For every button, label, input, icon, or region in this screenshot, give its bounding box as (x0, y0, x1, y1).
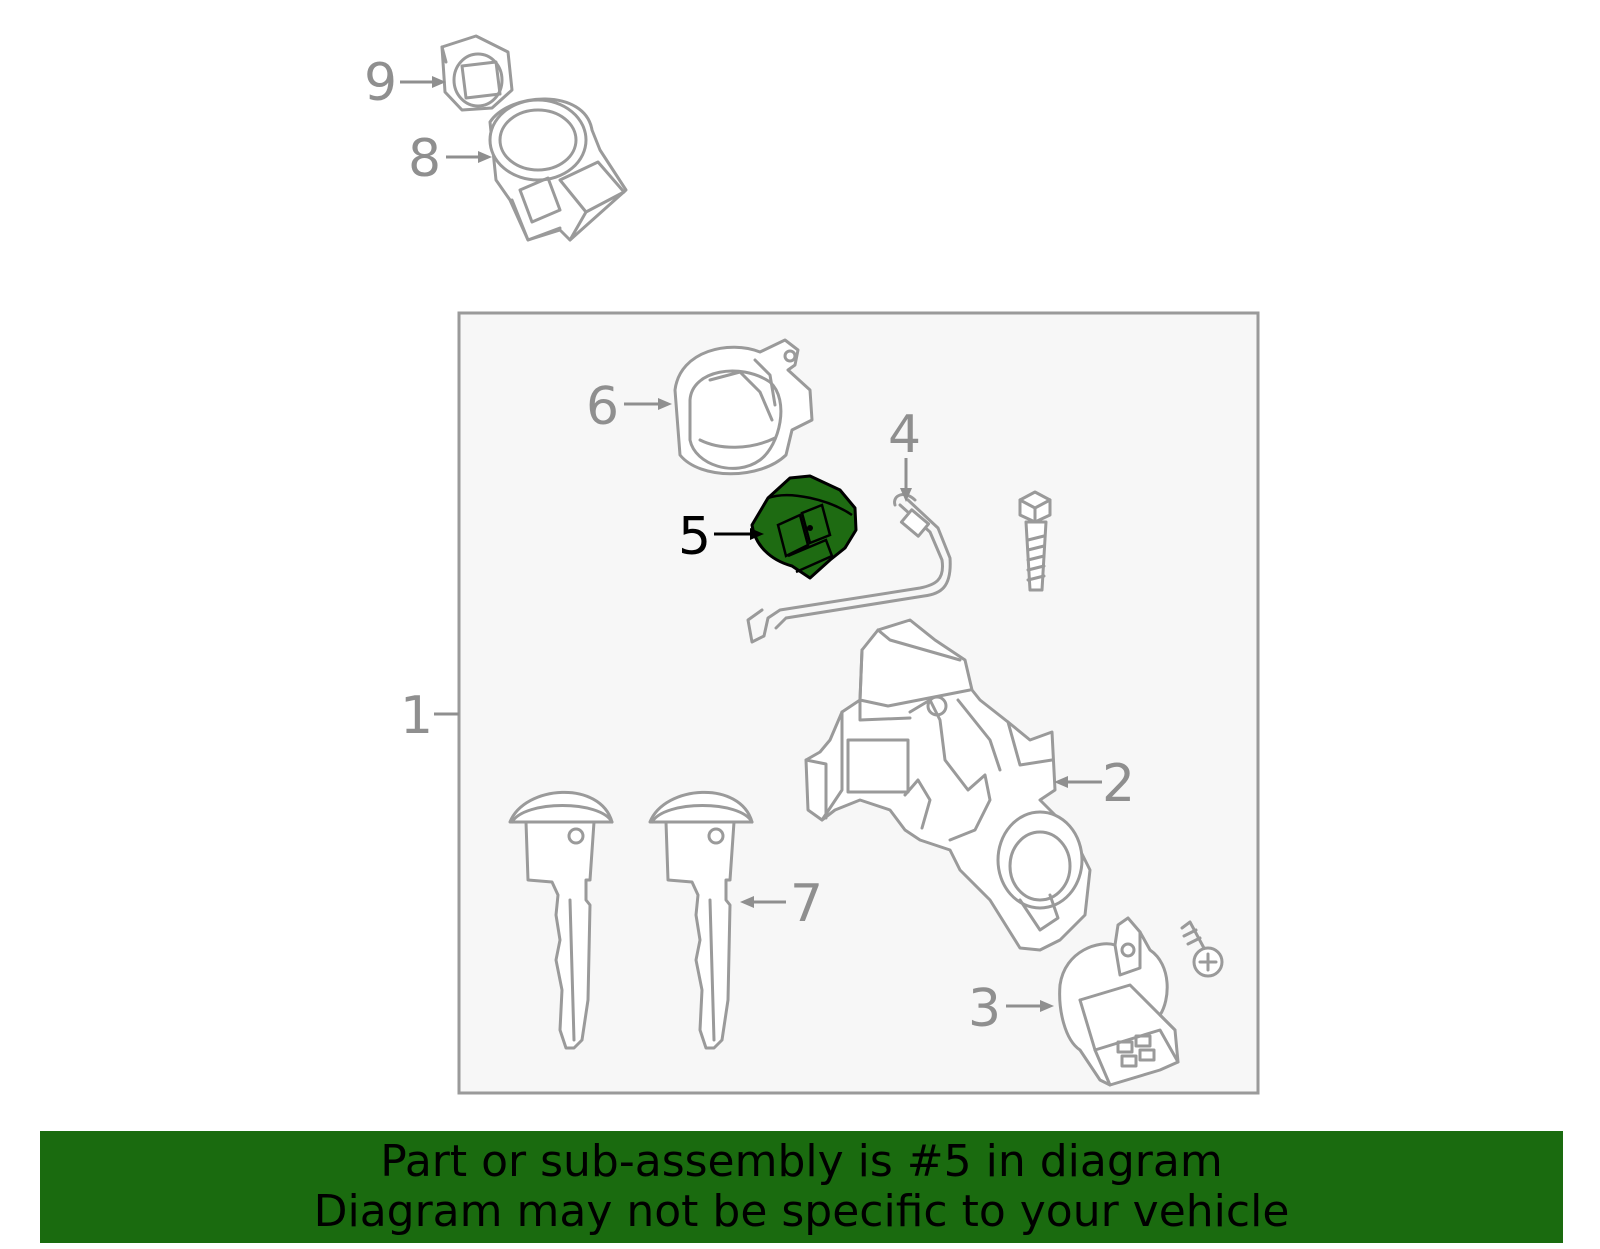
part-2-lock-housing[interactable] (804, 618, 1092, 952)
callout-7: 7 (790, 874, 823, 934)
callout-5: 5 (678, 507, 711, 567)
footer-banner: Part or sub-assembly is #5 in diagram Di… (40, 1131, 1563, 1243)
callout-4: 4 (888, 405, 921, 465)
callout-3: 3 (968, 979, 1001, 1039)
part-8-ring-connector[interactable] (488, 97, 628, 242)
bolt (1018, 490, 1052, 592)
callout-8: 8 (408, 129, 441, 189)
part-9-ring[interactable] (440, 34, 514, 112)
callout-1: 1 (400, 686, 433, 746)
part-6-ring-housing[interactable] (673, 338, 814, 476)
footer-line-disclaimer: Diagram may not be specific to your vehi… (313, 1186, 1290, 1237)
part-7-key-right[interactable] (648, 790, 754, 1050)
callout-2: 2 (1102, 754, 1135, 814)
part-7-key-left[interactable] (508, 790, 614, 1050)
callout-9: 9 (364, 53, 397, 113)
callout-6: 6 (586, 377, 619, 437)
footer-line-part-number: Part or sub-assembly is #5 in diagram (380, 1136, 1223, 1187)
callout-arrows (400, 76, 1102, 1012)
screw (1180, 920, 1224, 978)
part-3-switch[interactable] (1058, 916, 1180, 1087)
part-4-cable-rod[interactable] (746, 493, 952, 644)
